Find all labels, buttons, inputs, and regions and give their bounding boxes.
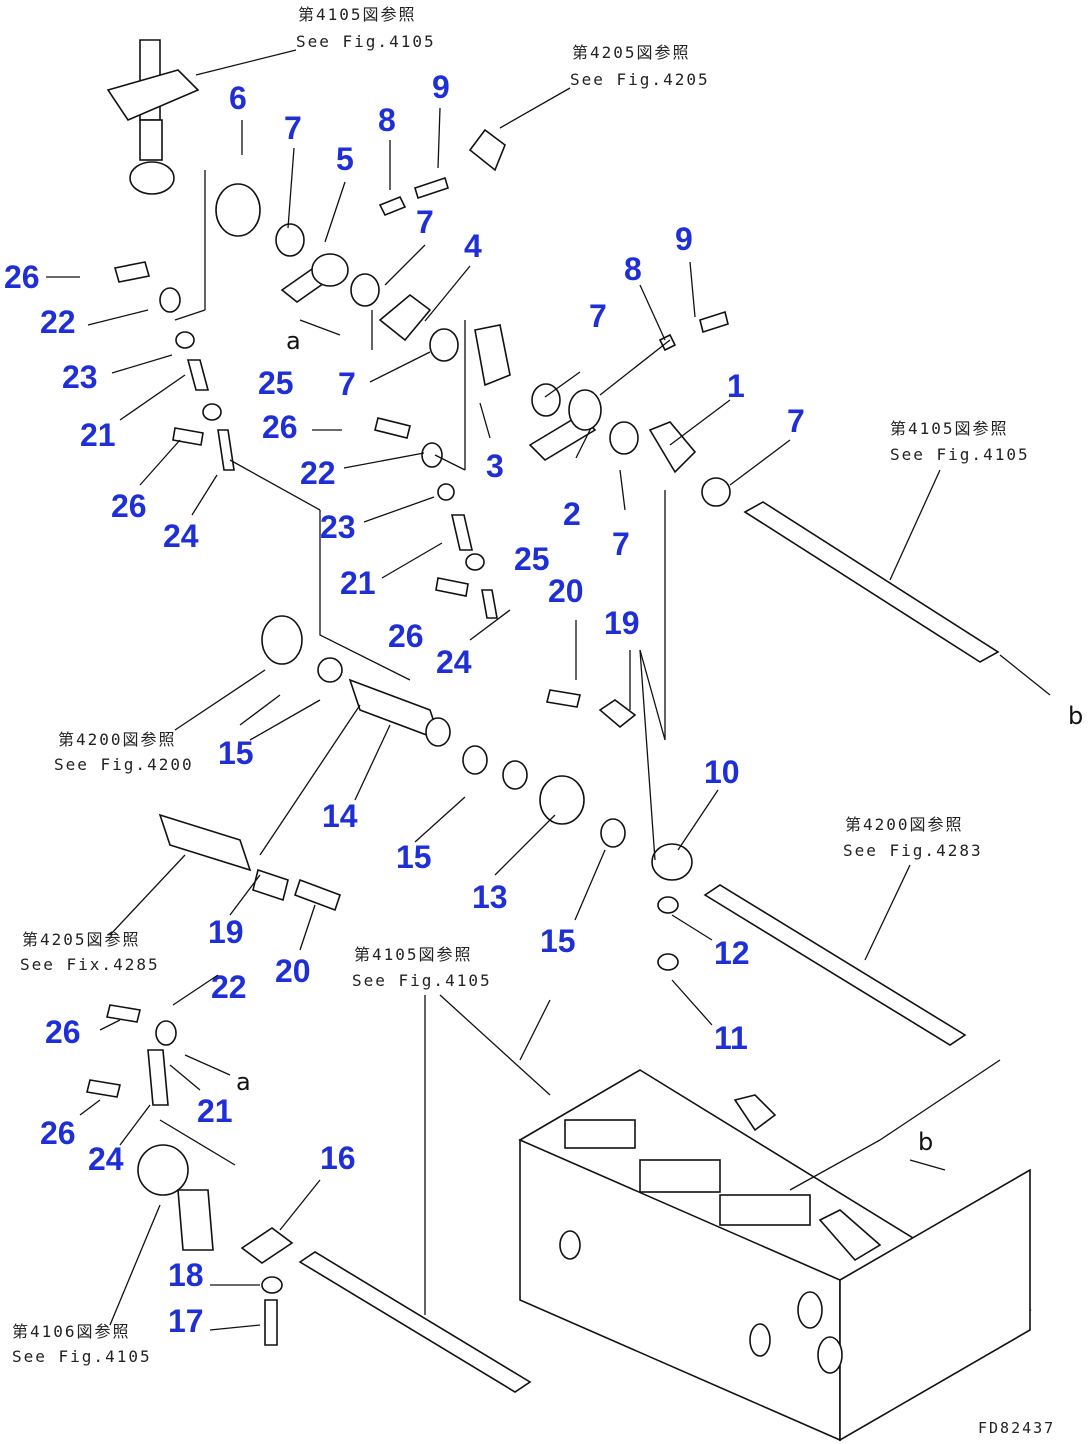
part-number: 18 — [168, 1257, 204, 1293]
part-number: 6 — [229, 80, 247, 116]
part-number: 20 — [548, 573, 584, 609]
reference-jp: 第4205図参照 — [572, 43, 691, 62]
reference-jp: 第4200図参照 — [845, 815, 964, 834]
part-number: 16 — [320, 1140, 356, 1176]
part-number: 19 — [604, 605, 640, 641]
reference-en: See Fig.4105 — [12, 1347, 152, 1366]
part-number: 1 — [727, 368, 745, 404]
part-number: 24 — [163, 518, 199, 554]
part-number: 8 — [624, 251, 642, 287]
part-number: 25 — [514, 541, 550, 577]
part-number: 5 — [336, 141, 354, 177]
part-number: 13 — [472, 879, 508, 915]
reference-jp: 第4105図参照 — [298, 5, 417, 24]
part-number: 7 — [416, 204, 434, 240]
letter-markers: a a b b — [184, 327, 1083, 1171]
part-number: 26 — [4, 259, 40, 295]
leader-lines — [46, 107, 791, 1331]
part-number: 23 — [62, 359, 98, 395]
part-number: 23 — [320, 509, 356, 545]
reference-en: See Fig.4283 — [843, 841, 983, 860]
part-number: 11 — [714, 1020, 748, 1056]
part-number: 26 — [45, 1014, 81, 1050]
reference-en: See Fix.4285 — [20, 955, 160, 974]
marker-letter: b — [918, 1128, 933, 1156]
part-number: 17 — [168, 1303, 204, 1339]
part-number: 12 — [714, 935, 750, 971]
part-number: 7 — [284, 110, 302, 146]
part-number: 21 — [80, 417, 116, 453]
marker-letter: b — [1068, 702, 1083, 730]
reference-en: See Fig.4205 — [570, 70, 710, 89]
part-number: 10 — [704, 754, 740, 790]
drawing-code: FD82437 — [978, 1419, 1055, 1437]
reference-en: See Fig.4105 — [352, 971, 492, 990]
part-number: 24 — [88, 1141, 124, 1177]
part-number: 22 — [40, 304, 76, 340]
part-number: 7 — [589, 298, 607, 334]
reference-jp: 第4205図参照 — [22, 930, 141, 949]
part-number: 7 — [612, 526, 630, 562]
reference-callouts: 第4105図参照 See Fig.4105 第4205図参照 See Fig.4… — [12, 5, 1030, 1366]
part-number: 3 — [486, 448, 504, 484]
part-number: 26 — [262, 409, 298, 445]
part-number: 19 — [208, 914, 244, 950]
part-number: 4 — [464, 228, 482, 264]
reference-jp: 第4105図参照 — [890, 419, 1009, 438]
part-number: 24 — [436, 644, 472, 680]
part-number: 26 — [40, 1115, 76, 1151]
part-number: 21 — [197, 1093, 233, 1129]
reference-en: See Fig.4105 — [296, 32, 436, 51]
reference-en: See Fig.4105 — [890, 445, 1030, 464]
part-number: 20 — [275, 953, 311, 989]
marker-letter: a — [286, 327, 301, 355]
part-number: 26 — [388, 618, 424, 654]
part-number: 9 — [432, 69, 450, 105]
part-number-labels: 1 2 3 4 5 6 7 7 7 7 7 7 8 8 9 9 10 11 12… — [4, 69, 805, 1339]
marker-letter: a — [236, 1068, 251, 1096]
part-number: 7 — [787, 403, 805, 439]
part-number: 15 — [218, 735, 254, 771]
reference-jp: 第4105図参照 — [354, 945, 473, 964]
part-number: 26 — [111, 488, 147, 524]
part-number: 22 — [211, 969, 247, 1005]
part-number: 21 — [340, 565, 376, 601]
part-number: 2 — [563, 496, 581, 532]
part-number: 9 — [675, 221, 693, 257]
line-art — [86, 39, 1032, 1442]
part-number: 7 — [338, 366, 356, 402]
part-number: 14 — [322, 798, 358, 834]
part-number: 8 — [378, 102, 396, 138]
reference-jp: 第4200図参照 — [58, 730, 177, 749]
part-number: 22 — [300, 455, 336, 491]
part-number: 15 — [540, 923, 576, 959]
reference-jp: 第4106図参照 — [12, 1322, 131, 1341]
reference-en: See Fig.4200 — [54, 755, 194, 774]
part-number: 25 — [258, 365, 294, 401]
part-number: 15 — [396, 839, 432, 875]
